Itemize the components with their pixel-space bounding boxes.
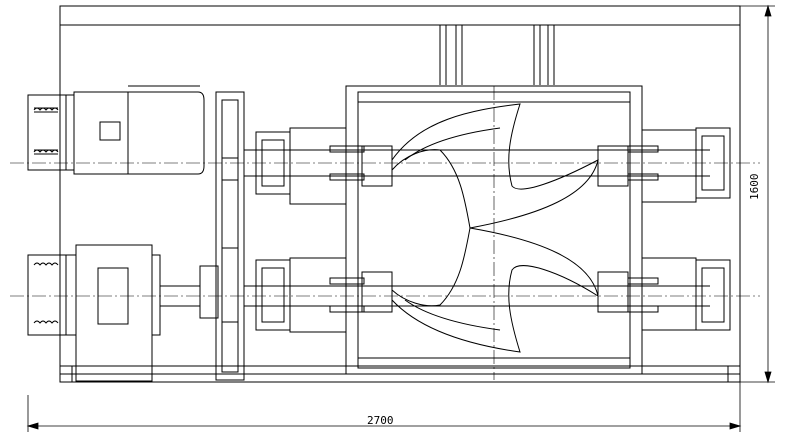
dimension-lines [26, 4, 775, 432]
sigma-blades [391, 103, 599, 353]
width-dimension-label: 2700 [367, 414, 394, 427]
right-bearings [641, 127, 731, 331]
left-bearings [255, 127, 347, 333]
height-dimension-label: 1600 [748, 173, 761, 201]
centerlines [10, 86, 760, 380]
gearbox-lower [27, 244, 219, 382]
flywheel [215, 91, 245, 381]
motor-upper [27, 85, 205, 175]
base-frame [59, 5, 741, 383]
shafts [244, 145, 710, 313]
